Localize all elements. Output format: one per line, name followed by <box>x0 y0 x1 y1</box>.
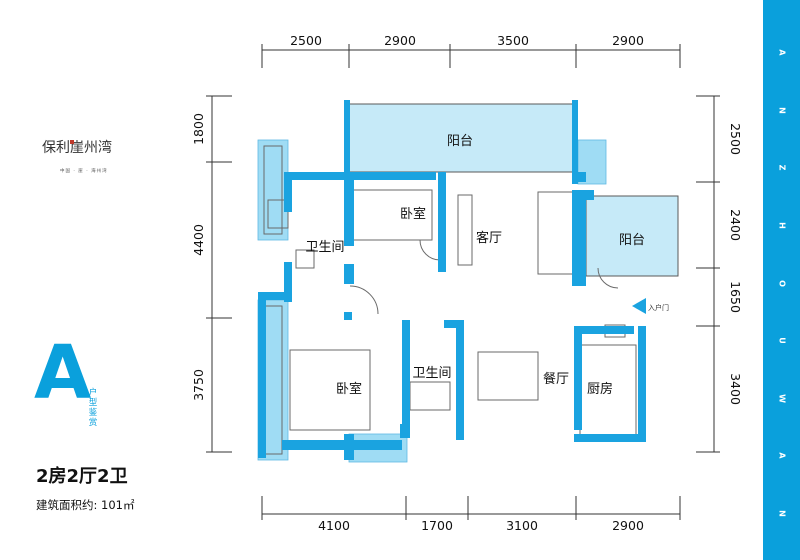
wall <box>344 172 354 246</box>
wall <box>574 330 582 430</box>
dim-label-left: 1800 <box>191 113 206 145</box>
window-strip <box>257 139 289 241</box>
type-tag-char: 鉴 <box>88 408 98 418</box>
side-letter: H <box>777 222 786 229</box>
type-tag-char: 赏 <box>88 418 98 428</box>
door-swing <box>419 239 441 261</box>
room-label-bath-left: 卫生间 <box>305 240 344 255</box>
wall <box>258 292 288 300</box>
room-label-bedroom-bottom: 卧室 <box>336 381 362 397</box>
wall <box>574 326 634 334</box>
wall <box>444 320 464 328</box>
room-label-bedroom-top: 卧室 <box>400 206 426 222</box>
room-label-balcony-top: 阳台 <box>447 134 473 149</box>
bath-counter <box>409 381 451 411</box>
dim-label-top: 2900 <box>612 33 644 48</box>
wall <box>344 312 352 320</box>
wall <box>258 292 266 458</box>
dim-label-top: 2500 <box>290 33 322 48</box>
tv-cabinet <box>457 194 473 266</box>
room-label-living: 客厅 <box>476 230 502 246</box>
side-letter: O <box>777 279 786 287</box>
unit-type-tag: 户 型 鉴 赏 <box>87 388 99 428</box>
dim-label-left: 3750 <box>191 369 206 401</box>
side-letter: N <box>777 510 786 517</box>
walls <box>258 100 646 460</box>
wall <box>438 172 446 272</box>
wall <box>572 172 586 182</box>
wall <box>572 100 578 184</box>
toilet-left <box>267 199 289 229</box>
wall <box>284 262 292 302</box>
side-letter: A <box>777 49 786 56</box>
wall <box>456 320 464 440</box>
dim-label-right: 1650 <box>728 281 743 313</box>
dim-label-left: 4400 <box>191 224 206 256</box>
brand-logo-art: 保利崖州湾 <box>42 139 112 156</box>
wall <box>284 172 436 180</box>
dim-label-right: 2400 <box>728 209 743 241</box>
dim-label-bottom: 1700 <box>421 518 453 533</box>
room-label-balcony-right: 阳台 <box>619 233 645 248</box>
room-label-bath-mid: 卫生间 <box>412 366 451 381</box>
area-text: 建筑面积约: 101㎡ <box>36 498 135 512</box>
type-tag-char: 型 <box>88 398 98 408</box>
wall <box>344 100 350 176</box>
entrance-label: 入户门 <box>648 303 669 312</box>
bed-bottom <box>289 349 371 431</box>
side-letter: U <box>777 337 786 344</box>
dim-label-bottom: 4100 <box>318 518 350 533</box>
balcony-right-area <box>585 195 679 277</box>
dining-table <box>477 351 539 401</box>
logo-seal-mark <box>70 140 74 144</box>
unit-letter: A <box>34 330 92 416</box>
side-letters: A N Z H O U W A N <box>763 48 800 518</box>
dim-label-top: 3500 <box>497 33 529 48</box>
brand-logo: 保利崖州湾 中国 · 崖 · 海州湾 <box>40 128 150 180</box>
wall <box>282 440 402 450</box>
dim-label-top: 2900 <box>384 33 416 48</box>
side-bar: A N Z H O U W A N <box>763 0 800 560</box>
side-letter: N <box>777 106 786 114</box>
wall <box>284 172 292 212</box>
type-tag-char: 户 <box>88 388 98 398</box>
wall <box>574 434 646 442</box>
wall <box>344 434 354 460</box>
window-strips <box>257 139 607 463</box>
side-letter: A <box>777 452 786 459</box>
room-label-kitchen: 厨房 <box>587 381 613 397</box>
hatch-frame <box>263 145 283 235</box>
wall <box>572 190 586 286</box>
door-swing <box>597 267 619 289</box>
side-letter: W <box>777 393 786 403</box>
dimension-lines <box>206 44 720 520</box>
wall <box>344 264 354 284</box>
sofa <box>537 191 575 275</box>
side-letter: Z <box>777 164 786 171</box>
dim-label-right: 2500 <box>728 123 743 155</box>
sink-left <box>295 249 315 269</box>
room-label-dining: 餐厅 <box>543 371 569 387</box>
logo-subtitle: 中国 · 崖 · 海州湾 <box>60 169 108 174</box>
entrance-arrow-icon <box>632 298 646 314</box>
logo-text: 保利崖州湾 <box>42 139 112 156</box>
wall <box>584 190 594 200</box>
dim-label-bottom: 3100 <box>506 518 538 533</box>
wall <box>572 276 582 286</box>
wall <box>638 326 646 442</box>
layout-title: 2房2厅2卫 <box>36 466 128 487</box>
dim-label-bottom: 2900 <box>612 518 644 533</box>
door-swing <box>349 285 379 315</box>
wall <box>400 424 410 438</box>
wall <box>402 320 410 434</box>
dim-label-right: 3400 <box>728 373 743 405</box>
floor-plan: 2500 2900 3500 2900 4100 1700 3100 2900 … <box>191 33 743 533</box>
